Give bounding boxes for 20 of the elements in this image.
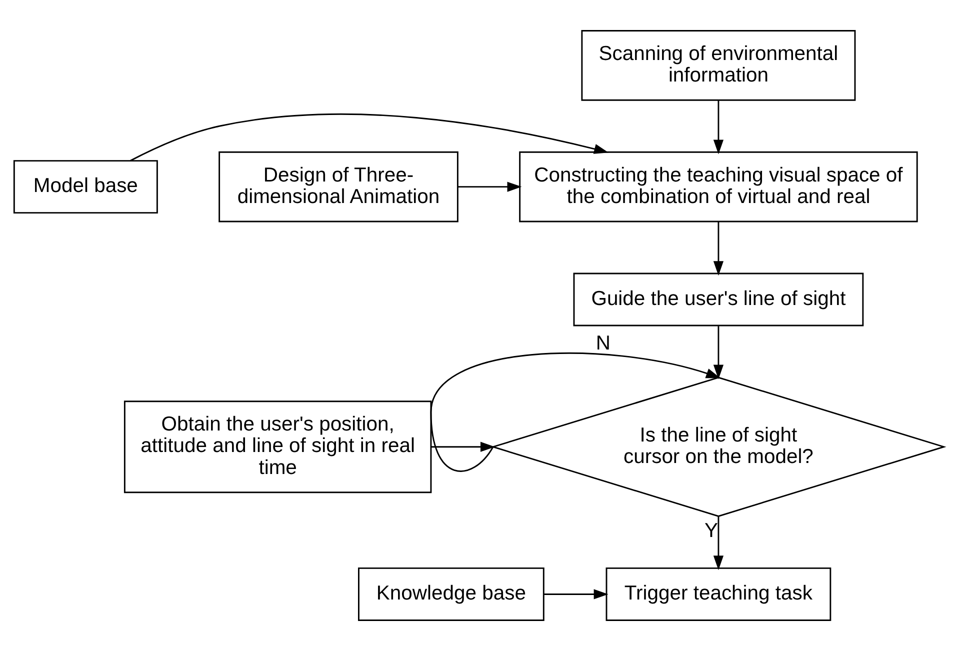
node-box: Guide the user's line of sight (573, 272, 864, 326)
node-box: Obtain the user's position, attitude and line of sight in real time (124, 400, 432, 493)
arrow (713, 326, 724, 379)
arrow (713, 516, 724, 570)
node-diamond: Is the line of sight cursor on the model? (490, 376, 946, 516)
edge-label: Y (704, 519, 718, 542)
node-box: Trigger teaching task (606, 566, 832, 620)
arrow (713, 221, 724, 276)
node-box: Design of Three-dimensional Animation (218, 150, 458, 222)
arrow (713, 100, 724, 154)
arrow (430, 352, 721, 472)
node-box: Knowledge base (358, 566, 544, 620)
edge-label: N (596, 332, 610, 354)
arrow (458, 181, 522, 192)
node-box: Model base (13, 160, 158, 214)
node-box: Scanning of environmental information (581, 30, 856, 100)
arrow (431, 441, 495, 452)
arrow (130, 113, 609, 161)
node-box: Constructing the teaching visual space of the combination of virtual and real (519, 150, 918, 222)
arrow (544, 588, 608, 599)
